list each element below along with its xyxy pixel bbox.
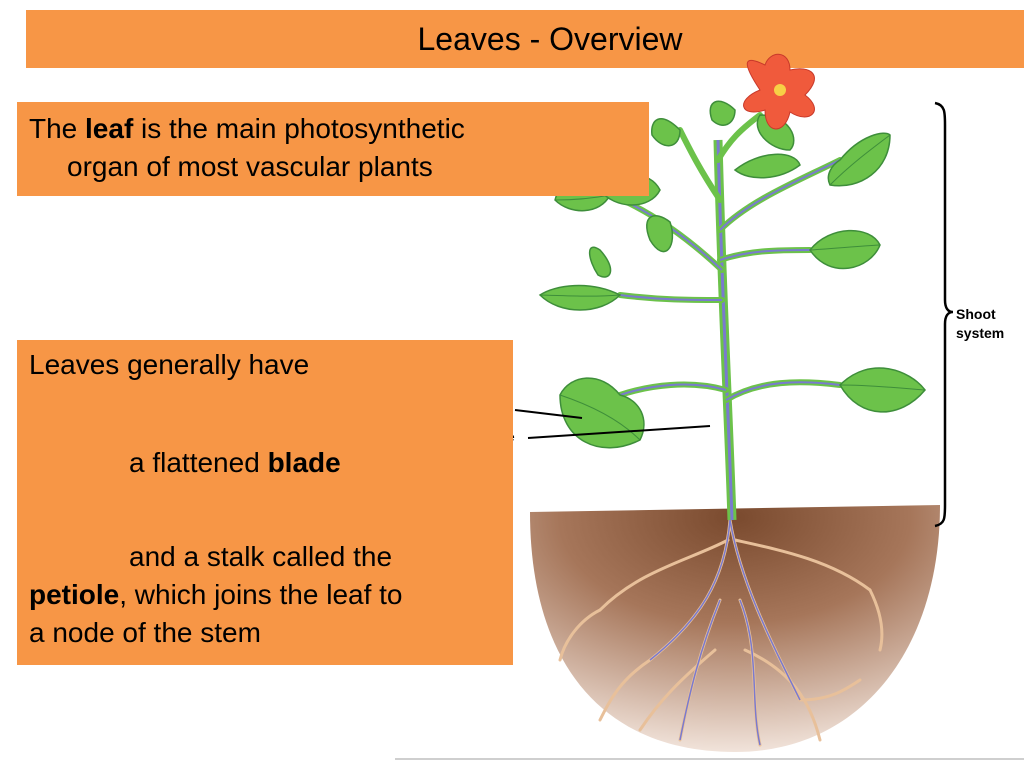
shoot-label-line-2: system (956, 325, 1005, 341)
leaf (651, 118, 681, 147)
soil (530, 505, 940, 752)
definition-prefix: The (29, 113, 86, 144)
leader-line-blade (514, 409, 583, 419)
leaf (709, 100, 736, 126)
leaf (646, 215, 674, 253)
blade-prefix: a flattened (129, 447, 268, 478)
parts-intro: Leaves generally have (29, 349, 310, 380)
definition-suffix: is the main photosynthetic (133, 113, 465, 144)
flower (743, 53, 815, 130)
leader-line-petiole (527, 425, 711, 439)
root-veins (649, 519, 801, 746)
leaf-parts-box: Leaves generally have a flattened blade … (17, 340, 513, 665)
leaf (839, 367, 926, 413)
definition-line-2: organ of most vascular plants (67, 151, 433, 182)
definition-bold-term: leaf (85, 113, 134, 144)
shoot-system-label: Shoot system (956, 305, 1004, 343)
bottom-rule (395, 758, 1024, 760)
shoot-label-line-1: Shoot (956, 306, 996, 322)
leaf (588, 246, 612, 278)
parts-node-line: a node of the stem (29, 617, 261, 648)
leaf (538, 284, 622, 311)
parts-stalk-line: and a stalk called the (129, 541, 393, 572)
parts-petiole-line: petiole, which joins the leaf to (29, 576, 503, 614)
leaf-veins (539, 134, 926, 441)
petiole-term: petiole (29, 579, 120, 610)
leaf (733, 153, 801, 179)
slide-title-bar: Leaves - Overview (26, 10, 1024, 68)
slide-title: Leaves - Overview (417, 20, 683, 57)
petiole-suffix: , which joins the leaf to (119, 579, 403, 610)
blade-term: blade (267, 447, 341, 478)
parts-blade-line: a flattened blade (29, 444, 503, 482)
shoot-system-brace (934, 101, 954, 528)
leaf-definition-box: The leaf is the main photosynthetic orga… (17, 102, 649, 196)
